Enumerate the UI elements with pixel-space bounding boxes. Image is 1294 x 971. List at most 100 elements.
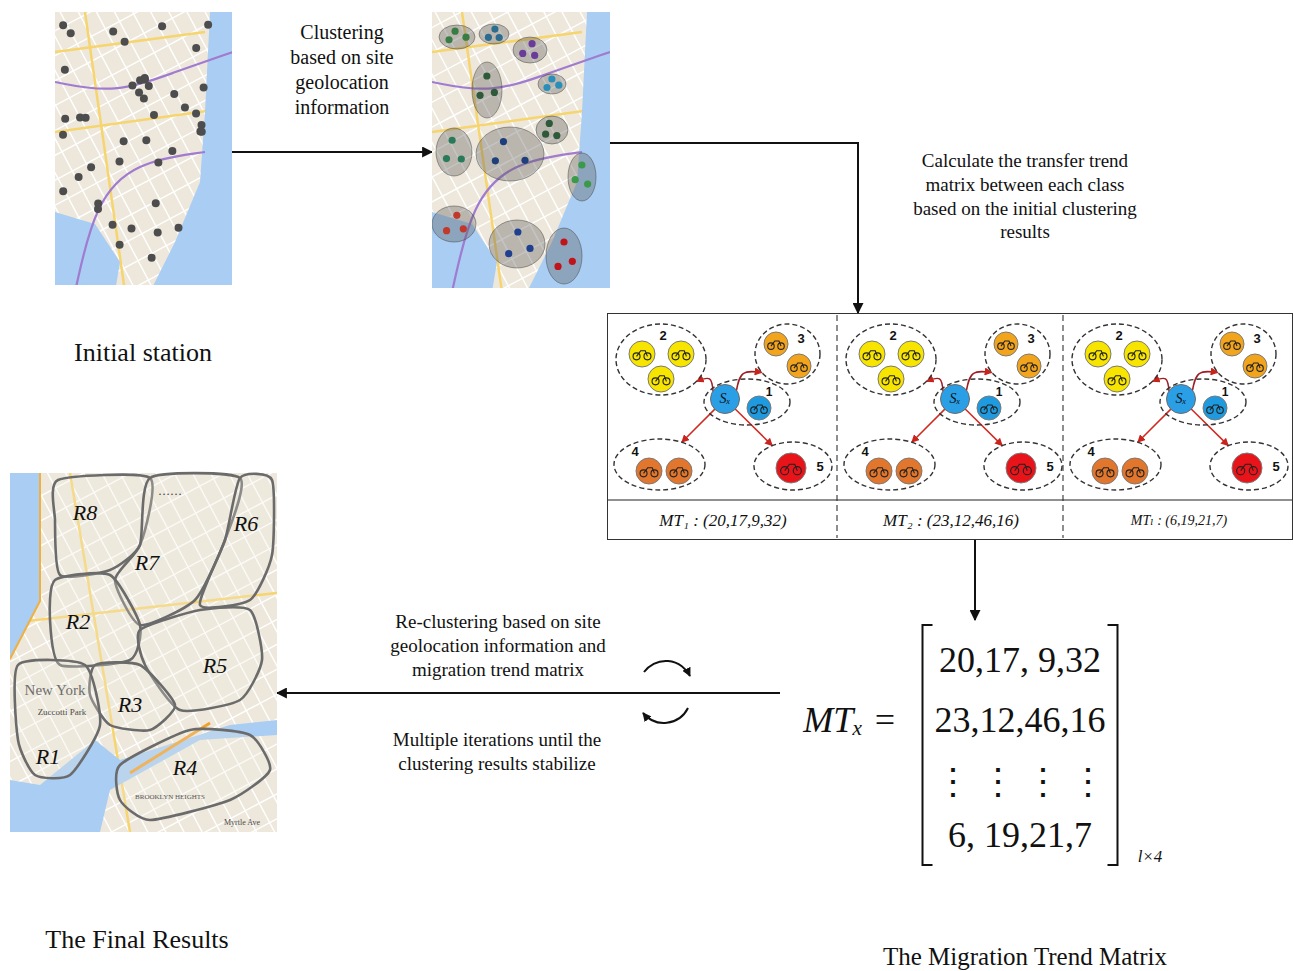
station-dot (152, 199, 160, 207)
bike-wheel (1011, 467, 1019, 475)
street (10, 473, 277, 832)
bike-station (977, 396, 1001, 420)
station-dot (75, 173, 83, 181)
station-dot (94, 205, 102, 213)
street-grid (432, 12, 610, 288)
transit-line (75, 152, 205, 285)
region-label: R5 (203, 652, 227, 680)
cluster-area (472, 62, 502, 118)
flow-arrow (277, 692, 780, 694)
station-dot (496, 34, 503, 41)
migration-arrow (736, 371, 762, 390)
bike-frame (984, 405, 994, 410)
bike-station (787, 354, 811, 378)
bike-wheel (1119, 378, 1126, 385)
bike-frame (1132, 351, 1143, 357)
street-grid (55, 12, 232, 285)
bike-frame (676, 351, 687, 357)
cluster-number: 4 (861, 444, 868, 460)
station-dot (445, 36, 452, 43)
iteration-arrow (644, 661, 690, 676)
node-text: MT₁ : (20,17,9,32) (659, 510, 786, 531)
note-text: Multiple iterations until the clustering… (357, 728, 637, 776)
panel-divider (1062, 315, 1063, 538)
cluster-area (476, 127, 544, 181)
station-dot (61, 66, 69, 74)
street (10, 473, 277, 831)
station-map: Initial station (55, 12, 232, 285)
bike-station (666, 458, 692, 484)
cluster-shape (1210, 323, 1277, 385)
cluster-number: 5 (1272, 459, 1279, 475)
cluster-number: 2 (889, 328, 896, 344)
bike-wheel (778, 343, 784, 349)
station-dot (521, 157, 528, 164)
street (55, 12, 232, 285)
map-region: R2 (42, 567, 148, 673)
bike-wheel (1217, 407, 1223, 413)
panel-row-line (608, 499, 1292, 500)
cluster-ellipse: 5 (753, 441, 833, 491)
map-place-name: New York (25, 681, 86, 700)
bike-frame (1250, 363, 1260, 368)
bike-station (878, 366, 904, 392)
cluster-outline (984, 442, 1062, 490)
station-dot (560, 238, 567, 245)
bike-station (898, 341, 924, 367)
street (10, 473, 277, 832)
bike-station (747, 396, 771, 420)
bike-frame (906, 351, 917, 357)
cluster-outline (614, 439, 705, 490)
cluster-ellipse: 4 (1069, 438, 1162, 491)
cluster-map (432, 12, 610, 288)
street (10, 473, 277, 734)
station-dot (546, 120, 553, 127)
street (10, 473, 277, 832)
edge-label: Calculate the transfer trend matrix betw… (909, 149, 1141, 244)
station-dot (76, 113, 84, 121)
street (10, 473, 277, 832)
street (432, 12, 610, 26)
map-road (10, 473, 40, 659)
station-dot (548, 75, 555, 82)
station-dot (543, 84, 550, 91)
bike-frame (1024, 363, 1034, 368)
bike-station (1017, 354, 1041, 378)
node-text: 20,17, 9,32 (939, 638, 1101, 683)
region-border (15, 660, 101, 778)
map-street-name: Myrtle Ave (224, 818, 260, 828)
street (55, 12, 232, 145)
bike-frame (904, 468, 915, 474)
cluster-outline (704, 379, 790, 425)
cluster-ellipse: 5 (1209, 441, 1289, 491)
street (10, 473, 277, 832)
cluster-outline (754, 442, 832, 490)
region-label: R2 (66, 608, 90, 636)
cluster-number: 3 (1253, 331, 1260, 347)
bike-frame (1210, 405, 1220, 410)
station-dot (460, 225, 467, 232)
street (10, 473, 277, 832)
cluster-outline (755, 324, 820, 384)
cluster-area (568, 153, 596, 201)
bike-station (648, 366, 674, 392)
cluster-number: 1 (996, 385, 1003, 400)
region-label: R4 (173, 754, 197, 782)
cluster-area (546, 228, 582, 284)
station-circle: Sₓ (1166, 384, 1196, 414)
station-outline (1167, 385, 1196, 414)
bike-station (1243, 354, 1267, 378)
station-circle: Sₓ (940, 384, 970, 414)
station-dot (59, 21, 67, 29)
bike-station (1203, 396, 1227, 420)
bike-wheel (1023, 467, 1031, 475)
station-dot (200, 83, 208, 91)
bike-station (1124, 341, 1150, 367)
ellipsis-mark: …… (158, 484, 182, 499)
bike-frame (1100, 468, 1111, 474)
street (55, 12, 232, 285)
station-dot (443, 155, 450, 162)
bike-frame (656, 376, 667, 382)
station-dot (198, 128, 206, 136)
